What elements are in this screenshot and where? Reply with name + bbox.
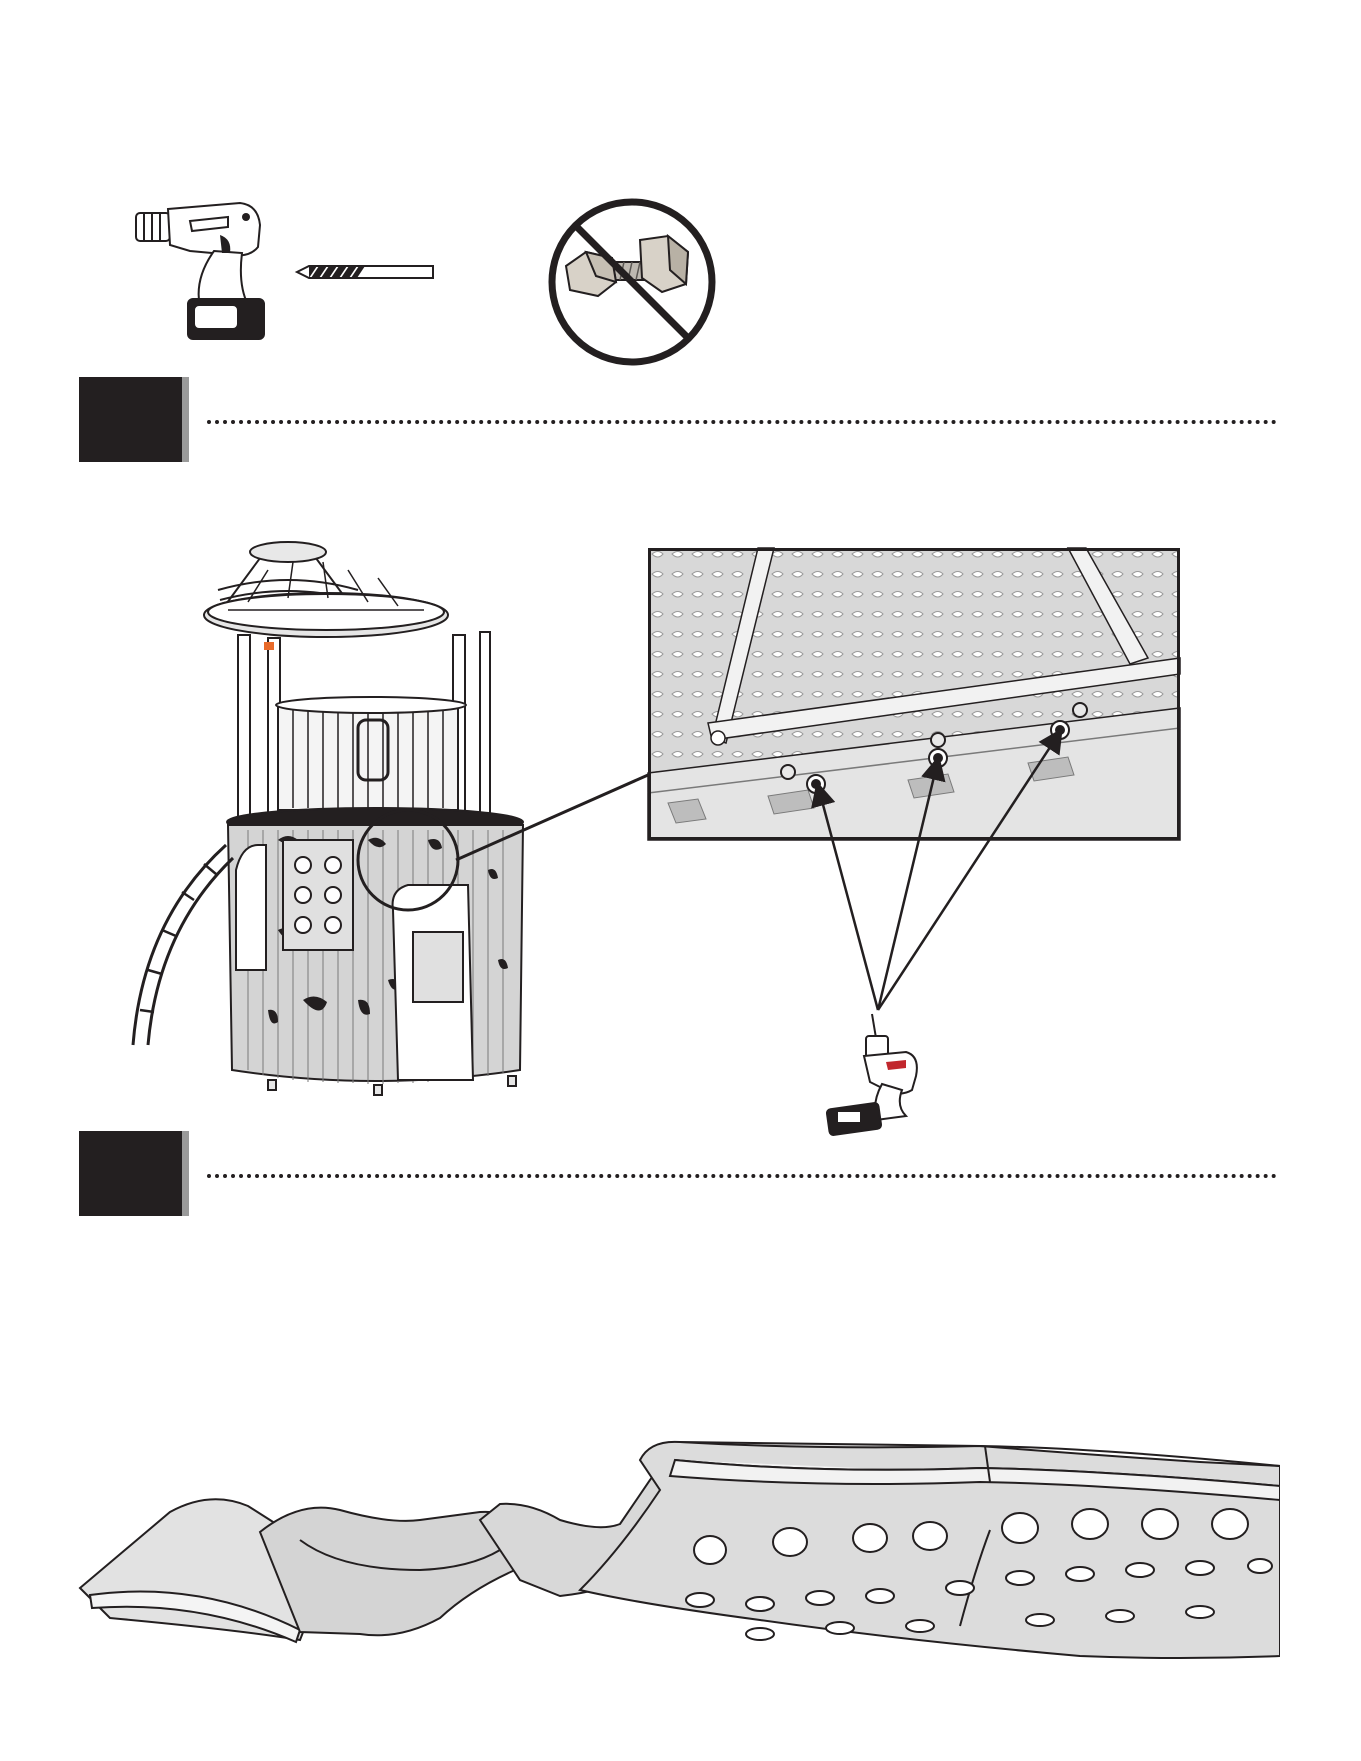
small-drill-icon (826, 1012, 926, 1137)
step-divider-2 (207, 1174, 1277, 1178)
step-number-block-2 (79, 1131, 189, 1216)
slide-illustration (0, 1420, 1361, 1761)
